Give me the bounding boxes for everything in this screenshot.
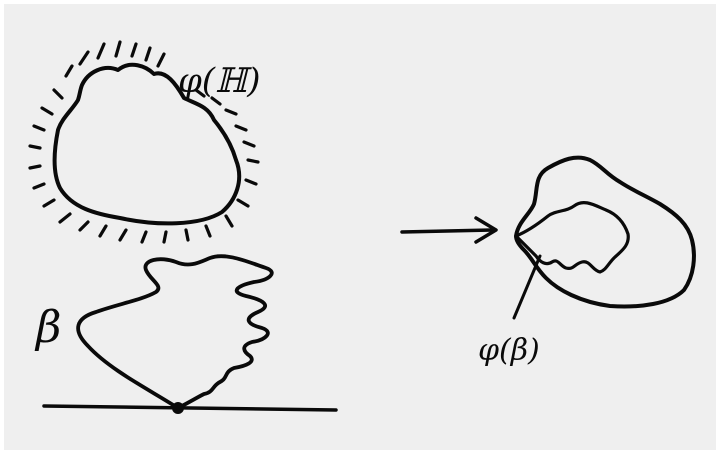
real-axis-line — [42, 404, 338, 412]
hatch-tick — [194, 88, 206, 98]
hatch-tick — [78, 220, 90, 232]
hatch-tick — [162, 230, 168, 244]
hatch-tick — [224, 214, 234, 228]
phi-beta-label: φ(β) — [478, 333, 540, 368]
hatch-tick — [98, 224, 108, 238]
hatch-tick — [42, 198, 56, 208]
hatch-tick — [210, 96, 222, 106]
hatch-tick — [114, 40, 122, 58]
hatch-tick — [118, 228, 128, 242]
arrow-head-icon — [474, 216, 498, 244]
hatch-tick — [52, 88, 64, 100]
beta-label: β — [34, 302, 61, 353]
hatch-tick — [64, 64, 74, 78]
image-region: φ(β) — [478, 155, 696, 368]
phi-beta-curve — [514, 201, 630, 274]
beta-region: β — [34, 254, 338, 414]
outer-blob-boundary — [514, 155, 696, 309]
hatch-tick — [96, 42, 106, 60]
hatch-tick — [140, 230, 148, 244]
pointer-line — [512, 254, 542, 320]
hatch-tick — [130, 42, 138, 58]
hatch-tick — [78, 50, 90, 66]
phi-h-label: φ(ℍ) — [178, 61, 260, 101]
hatch-tick — [28, 164, 42, 170]
phi-h-boundary — [52, 62, 242, 226]
hatch-tick — [246, 158, 260, 164]
hatch-tick — [244, 178, 258, 186]
beta-curve — [76, 254, 274, 410]
hatch-tick — [242, 140, 256, 148]
arrow-shaft — [400, 228, 494, 234]
hatch-tick — [28, 144, 42, 150]
hatch-tick — [236, 198, 250, 208]
hatch-tick — [156, 52, 166, 68]
hatch-tick — [32, 124, 46, 132]
hatch-tick — [204, 224, 212, 238]
hatch-tick — [144, 46, 152, 62]
map-arrow — [400, 216, 498, 244]
hatch-tick — [234, 124, 248, 132]
hatch-tick — [40, 106, 54, 116]
phi-h-hatch-ticks — [28, 40, 260, 244]
hatch-tick — [224, 108, 238, 116]
hatch-tick — [184, 228, 190, 242]
hatch-tick — [58, 212, 72, 224]
phi-h-region: φ(ℍ) — [28, 40, 260, 244]
hatch-tick — [32, 182, 46, 190]
